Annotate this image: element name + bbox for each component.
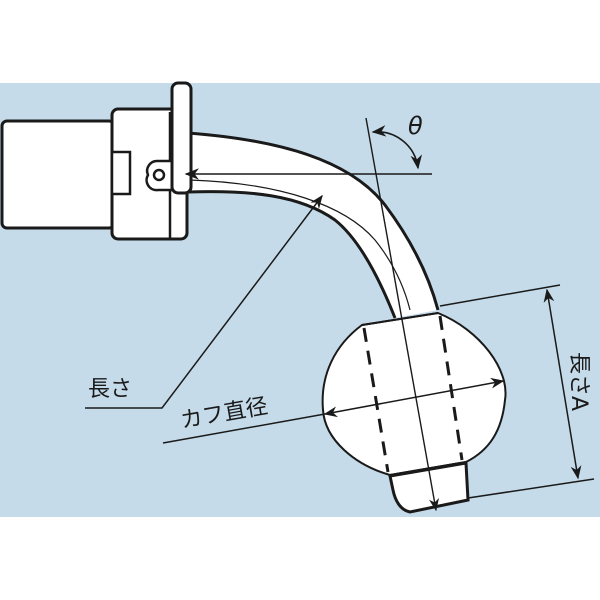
length-a-label: 長さA <box>566 352 591 411</box>
length-callout: 長さ <box>85 194 323 409</box>
tube-tip <box>388 461 470 514</box>
curved-tube <box>187 131 440 319</box>
length-label: 長さ <box>88 377 132 402</box>
flange <box>145 81 193 195</box>
centerline <box>189 179 411 311</box>
length-a-callout: 長さA <box>439 284 595 499</box>
angle-label: θ <box>408 112 423 140</box>
angle-indicator: θ <box>184 112 439 512</box>
